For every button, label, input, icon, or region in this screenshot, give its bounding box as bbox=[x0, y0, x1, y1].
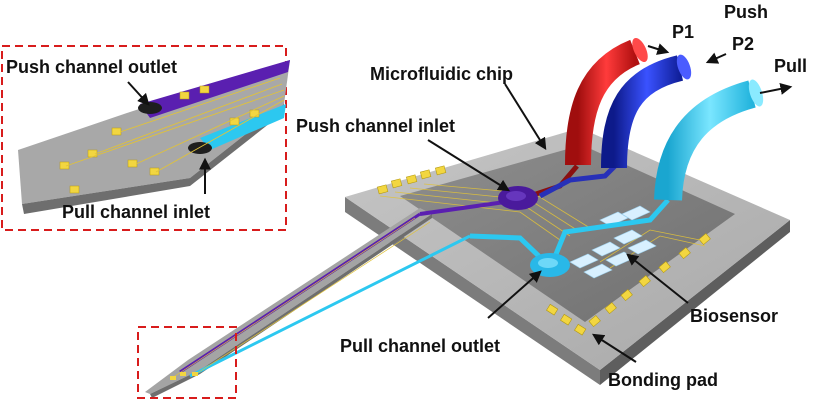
label-microfluidic-chip: Microfluidic chip bbox=[370, 64, 513, 84]
bonding-pads bbox=[376, 165, 711, 336]
tip-highlight-box bbox=[137, 326, 237, 399]
label-p2: P2 bbox=[732, 34, 754, 54]
annotation-arrows bbox=[127, 43, 793, 363]
label-push: Push bbox=[724, 2, 768, 22]
label-pull-channel-inlet: Pull channel inlet bbox=[62, 202, 210, 222]
inset-zoom bbox=[1, 45, 290, 231]
tube-p1 bbox=[565, 37, 648, 166]
label-p1: P1 bbox=[672, 22, 694, 42]
tube-p2 bbox=[601, 54, 692, 169]
label-biosensor: Biosensor bbox=[690, 306, 778, 326]
label-pull-channel-outlet: Pull channel outlet bbox=[340, 336, 500, 356]
label-pull: Pull bbox=[774, 56, 807, 76]
label-bonding-pad: Bonding pad bbox=[608, 370, 718, 390]
label-push-channel-inlet: Push channel inlet bbox=[296, 116, 455, 136]
label-push-channel-outlet: Push channel outlet bbox=[6, 57, 177, 77]
push-channel bbox=[419, 164, 617, 216]
tube-pull bbox=[654, 79, 764, 201]
